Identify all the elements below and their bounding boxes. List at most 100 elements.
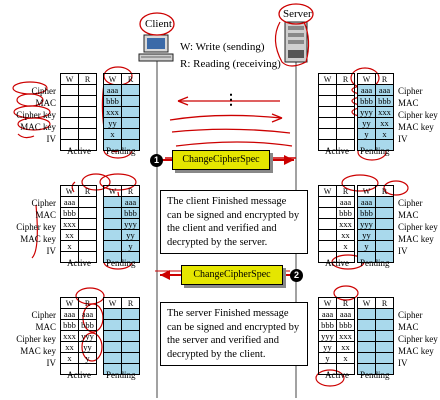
table-cell [357, 330, 376, 342]
table-cell: W [357, 185, 376, 197]
client3-row-labels: Cipher MAC Cipher key MAC key IV [16, 310, 56, 368]
table-cell [121, 106, 140, 118]
table-cell: R [121, 73, 140, 85]
server1-row-labels: Cipher MAC Cipher key MAC key IV [398, 86, 438, 144]
table-cell [121, 341, 140, 353]
client3-pending-caption: Pending [106, 370, 136, 380]
table-cell: yy [357, 229, 376, 241]
table-cell [375, 341, 394, 353]
server-scribble [278, 3, 314, 25]
table-cell: y [121, 240, 140, 252]
table-cell [336, 139, 355, 151]
row-label: Cipher [31, 86, 57, 96]
table-cell: R [375, 73, 394, 85]
server2-active-caption: Active [325, 258, 349, 268]
table-cell: yy [103, 117, 122, 129]
table-cell [375, 330, 394, 342]
table-cell: x [375, 128, 394, 140]
table-cell [375, 196, 394, 208]
table-cell [121, 117, 140, 129]
table-cell: bbb [336, 319, 355, 331]
table-cell: W [60, 297, 79, 309]
client2-pending-caption: Pending [106, 258, 136, 268]
table-cell: W [103, 297, 122, 309]
table-cell [336, 84, 355, 96]
table-cell [103, 207, 122, 219]
table-cell [103, 330, 122, 342]
table-cell: xx [60, 229, 79, 241]
table-cell [78, 128, 97, 140]
table-cell [121, 128, 140, 140]
table-cell [318, 95, 337, 107]
table-cell [375, 352, 394, 364]
server1-active-caption: Active [325, 146, 349, 156]
client1-active-caption: Active [67, 146, 91, 156]
table-cell [60, 106, 79, 118]
table-cell [336, 251, 355, 263]
server-label: Server [283, 8, 312, 20]
table-cell: bbb [318, 319, 337, 331]
table-cell [375, 218, 394, 230]
table-cell: R [375, 297, 394, 309]
change-cipher-spec-2: ChangeCipherSpec [181, 265, 283, 285]
legend-read: R: Reading (receiving) [180, 58, 281, 70]
table-cell [103, 229, 122, 241]
table-cell: yy [78, 341, 97, 353]
client1-row-labels: Cipher MAC Cipher key MAC key IV [2, 85, 56, 145]
table-cell [78, 363, 97, 375]
table-cell [78, 218, 97, 230]
server1-pending-caption: Pending [360, 146, 390, 156]
table-cell [78, 139, 97, 151]
table-cell [78, 251, 97, 263]
table-cell [357, 319, 376, 331]
table-cell [60, 84, 79, 96]
table-cell: x [60, 240, 79, 252]
table-cell: xxx [60, 218, 79, 230]
table-cell [375, 139, 394, 151]
table-cell [78, 106, 97, 118]
table-cell: y [78, 352, 97, 364]
table-cell [121, 139, 140, 151]
table-cell [78, 117, 97, 129]
client3-active-caption: Active [67, 370, 91, 380]
table-cell: aaa [318, 308, 337, 320]
table-cell: xx [336, 341, 355, 353]
table-cell: x [60, 352, 79, 364]
table-cell [60, 95, 79, 107]
table-cell: xxx [336, 330, 355, 342]
table-cell [318, 196, 337, 208]
table-cell [103, 308, 122, 320]
table-cell [103, 218, 122, 230]
table-cell: W [103, 185, 122, 197]
table-cell [375, 229, 394, 241]
table-cell: y [357, 128, 376, 140]
table-cell: xx [336, 229, 355, 241]
table-cell: yy [121, 229, 140, 241]
table-cell [357, 308, 376, 320]
table-cell [78, 240, 97, 252]
client1-pending-caption: Pending [106, 146, 136, 156]
client-computer-icon [138, 34, 174, 62]
table-cell [121, 352, 140, 364]
table-cell: W [357, 73, 376, 85]
table-cell [357, 341, 376, 353]
table-cell [78, 229, 97, 241]
table-cell [318, 240, 337, 252]
table-cell: W [60, 73, 79, 85]
table-cell: bbb [375, 95, 394, 107]
table-cell: yy [357, 117, 376, 129]
table-cell: R [78, 73, 97, 85]
table-cell: aaa [357, 196, 376, 208]
table-cell: bbb [60, 319, 79, 331]
change-cipher-spec-1: ChangeCipherSpec [172, 150, 270, 170]
table-cell: R [121, 185, 140, 197]
server2-pending-caption: Pending [360, 258, 390, 268]
table-cell [336, 117, 355, 129]
arrow-1-head [284, 155, 294, 165]
row-label: MAC key [20, 122, 56, 132]
